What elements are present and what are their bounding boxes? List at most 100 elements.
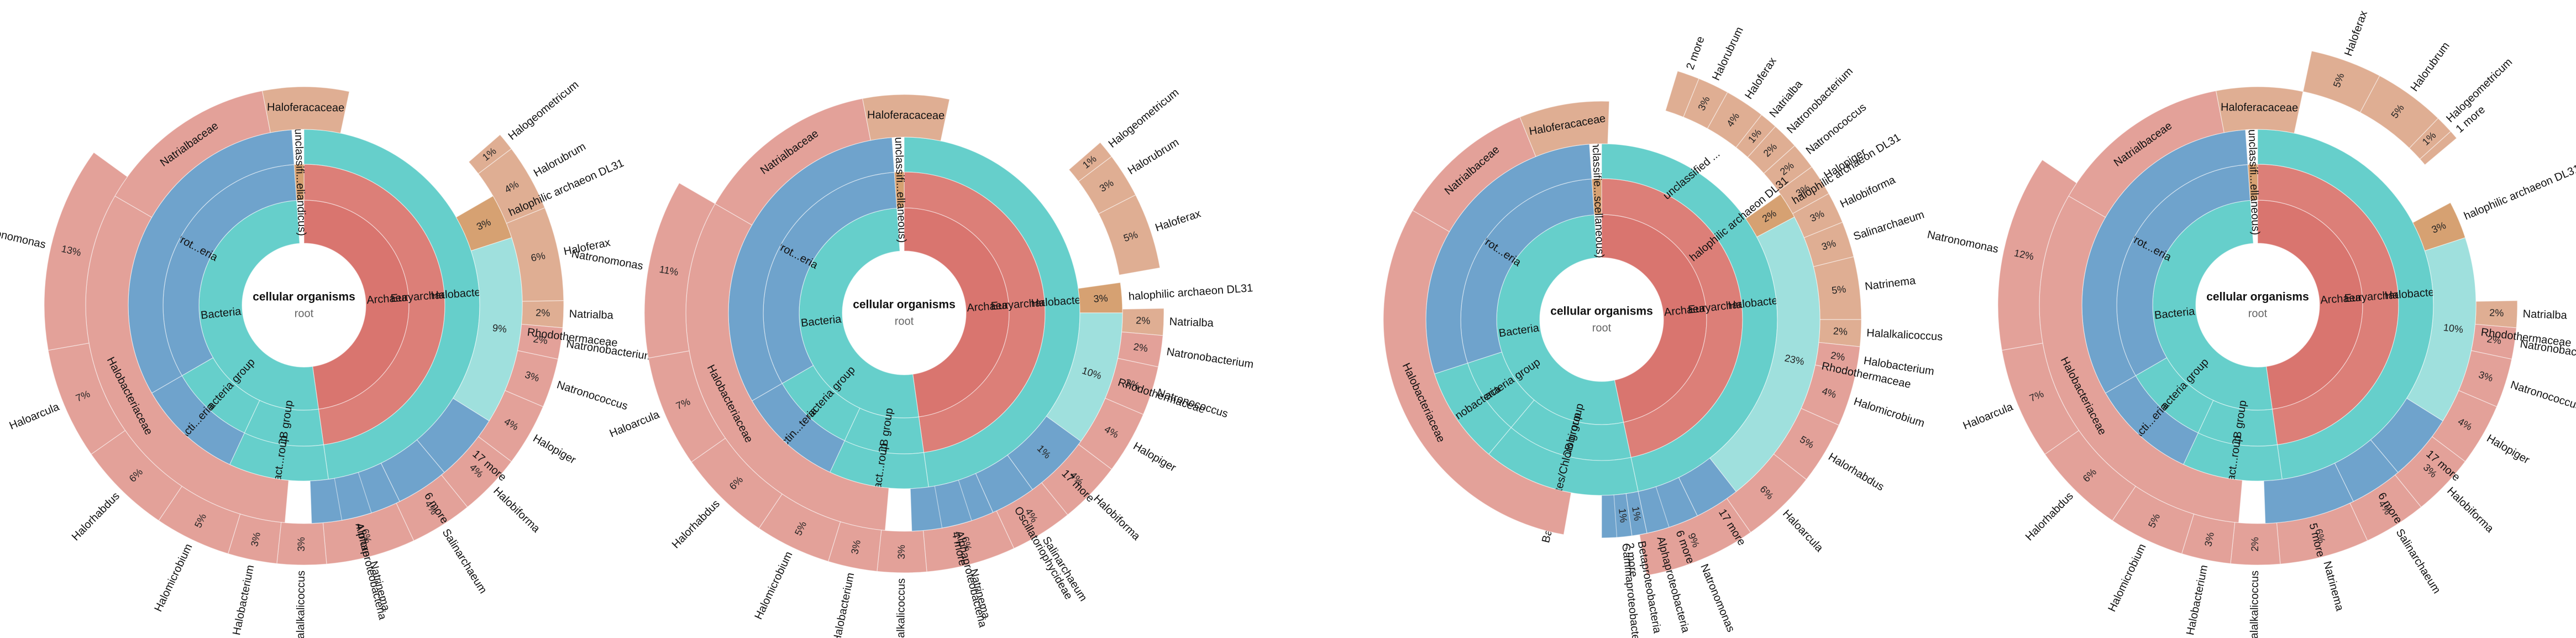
genus-label: Natrialba [1169, 316, 1214, 330]
center-title: cellular organisms [1550, 305, 1653, 318]
genus-segment-13[interactable] [2181, 513, 2236, 564]
genus-segment-2[interactable] [1078, 156, 1136, 215]
genus-segment-14[interactable] [2112, 485, 2195, 555]
genus-segment-4[interactable] [2302, 50, 2380, 113]
genus-percent: 5% [1831, 284, 1846, 296]
genus-label: Salinarchaeum [1852, 208, 1926, 243]
ring-2-segment-5[interactable] [2247, 164, 2258, 201]
ring-1-label: Archaea [967, 299, 1009, 314]
bacteria-outer-segment-1[interactable] [455, 195, 512, 252]
family-segment-3[interactable] [2215, 86, 2304, 134]
bacteria-outer-segment-6[interactable] [934, 479, 972, 529]
bacteria-outer-segment-2[interactable] [1046, 312, 1123, 442]
center-title: cellular organisms [2206, 291, 2309, 304]
genus-segment-6[interactable] [1763, 145, 1813, 192]
genus-label: Natronomonas [1698, 562, 1737, 634]
bacteria-outer-segment-3[interactable] [416, 398, 490, 473]
bacteria-percent: 9% [492, 322, 507, 335]
genus-segment-15[interactable] [648, 350, 726, 463]
genus-segment-4[interactable] [1735, 114, 1776, 158]
bacteria-outer-segment-3[interactable] [1007, 416, 1082, 490]
genus-percent: 2% [533, 333, 549, 347]
family-segment-1[interactable] [1383, 210, 1572, 535]
center-title: cellular organisms [253, 291, 355, 304]
ring-2-segment-5[interactable] [293, 164, 305, 201]
bacteria-outer-segment-1[interactable] [1078, 282, 1123, 313]
bacteria-label: halophilic archaeon DL31 [1128, 282, 1253, 303]
bacteria-outer-segment-5[interactable] [2263, 463, 2354, 524]
genus-label: Halorhabdus [670, 498, 722, 551]
center-subtitle: root [2248, 307, 2268, 320]
family-segment-3[interactable] [862, 94, 950, 142]
genus-percent: 2% [1830, 350, 1846, 363]
genus-segment-16[interactable] [44, 151, 128, 351]
center-hole[interactable] [843, 252, 965, 374]
genus-percent: 2% [2486, 333, 2502, 347]
genus-segment-3[interactable] [1098, 194, 1161, 276]
bacteria-outer-segment-1[interactable] [2412, 202, 2466, 252]
genus-label: Natronococcus [2509, 379, 2576, 412]
bacteria-outer-segment-4[interactable] [380, 439, 445, 502]
bacteria-outer-segment-2[interactable] [1709, 216, 1820, 493]
bacteria-outer-segment-6[interactable] [334, 472, 372, 521]
genus-segment-12[interactable] [827, 521, 882, 572]
ring-2-segment-5[interactable] [1591, 178, 1602, 216]
genus-segment-3[interactable] [1707, 92, 1762, 148]
family-label: Haloferacaceae [267, 101, 344, 114]
ring-1-label: Archaea [366, 291, 409, 306]
center-hole[interactable] [2197, 244, 2318, 366]
genus-segment-1[interactable] [1068, 142, 1113, 182]
bacteria-outer-segment-3[interactable] [2370, 398, 2443, 473]
family-segment-2[interactable] [1412, 116, 1536, 232]
genus-label: Halorhabdus [70, 490, 122, 543]
family-segment-3[interactable] [1519, 101, 1610, 157]
bacteria-percent: 1% [1630, 505, 1643, 521]
bacteria-outer-segment-2[interactable] [452, 237, 523, 422]
genus-segment-16[interactable] [2001, 342, 2080, 455]
genus-segment-5[interactable] [1747, 125, 1796, 174]
genus-segment-15[interactable] [48, 342, 126, 455]
genus-percent: 2% [1833, 326, 1848, 337]
center-hole[interactable] [243, 244, 365, 366]
genus-segment-15[interactable] [2044, 430, 2136, 521]
genus-label: Halomicrobium [752, 550, 795, 621]
genus-label: Halorubrum [1710, 25, 1746, 82]
genus-label: Natronomonas [1926, 228, 2000, 255]
genus-label: Halogeometricum [506, 79, 581, 143]
genus-percent: 2% [2249, 537, 2260, 551]
genus-segment-2[interactable] [1683, 78, 1728, 129]
genus-segment-1[interactable] [1665, 70, 1699, 118]
family-segment-3[interactable] [261, 86, 350, 134]
genus-segment-14[interactable] [691, 437, 783, 529]
genus-label: Haloarcula [1780, 508, 1825, 555]
genus-label: Natronobacterium [1166, 346, 1254, 370]
ring-2-segment-5[interactable] [894, 171, 905, 209]
bacteria-outer-segment-4[interactable] [975, 454, 1033, 513]
bacteria-outer-segment-4[interactable] [2334, 439, 2399, 502]
genus-label: Halobiforma [1091, 493, 1142, 543]
genus-segment-17[interactable] [1997, 159, 2077, 351]
center-title: cellular organisms [853, 299, 956, 311]
bacteria-outer-segment-3[interactable] [1678, 457, 1737, 516]
ring-1-label: Archaea [2320, 291, 2363, 306]
bacteria-outer-segment-1[interactable] [1745, 194, 1795, 238]
genus-label: Natrialba [2522, 308, 2568, 322]
genus-label: Halobacterium [831, 572, 857, 638]
genus-label: Halalkalicoccus [895, 578, 907, 638]
genus-segment-14[interactable] [91, 430, 182, 521]
genus-segment-12[interactable] [227, 513, 282, 564]
genus-segment-16[interactable] [644, 182, 716, 359]
bacteria-outer-segment-2[interactable] [2406, 237, 2477, 422]
genus-segment-13[interactable] [158, 485, 241, 555]
genus-segment-13[interactable] [758, 493, 841, 562]
genus-label: Halorubrum [1126, 136, 1181, 177]
genus-label: Halalkalicoccus [295, 571, 307, 638]
center-hole[interactable] [1541, 259, 1662, 380]
genus-percent: 3% [896, 545, 907, 559]
genus-label: Halomicrobium [2106, 542, 2148, 614]
genus-label: Halopiger [1131, 440, 1178, 474]
genus-segment-1[interactable] [468, 134, 512, 175]
bacteria-outer-segment-8[interactable] [1638, 486, 1670, 534]
